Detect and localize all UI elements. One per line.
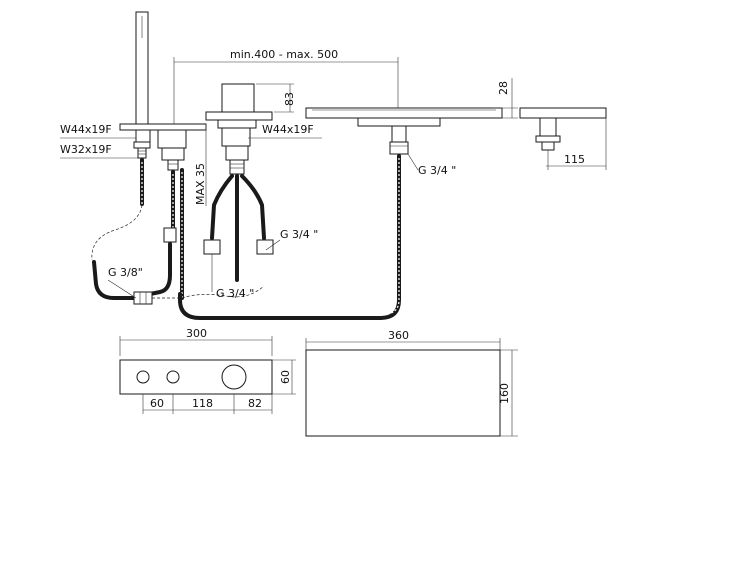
label-nut-c: W32x19F: [60, 143, 112, 156]
plan-spout: 360 160: [305, 329, 518, 437]
label-60: 60: [150, 397, 164, 410]
label-118: 118: [192, 397, 213, 410]
dim-28: 28: [492, 78, 518, 119]
diverter-column: [119, 123, 207, 300]
label-g34-spout: G 3/4 ": [418, 164, 456, 177]
label-360: 360: [388, 329, 409, 342]
shower-hose: G 3/8": [91, 204, 265, 305]
label-max35: MAX 35: [194, 163, 207, 205]
label-28: 28: [497, 81, 510, 95]
spout: [178, 107, 503, 320]
dim-83: 83: [256, 83, 296, 113]
nut-labels: W44x19F W32x19F W44x19F: [60, 123, 322, 159]
hand-shower: [127, 11, 157, 206]
plan-valve-plate: 300 60 118 82 60: [119, 327, 296, 414]
label-115: 115: [564, 153, 585, 166]
side-profile: 115: [519, 107, 607, 170]
span-dimension: min.400 - max. 500: [173, 48, 399, 130]
label-g38: G 3/8": [108, 266, 143, 279]
label-nut-b: W44x19F: [262, 123, 314, 136]
label-g34-bottom: G 3/4 ": [216, 287, 254, 300]
span-label: min.400 - max. 500: [230, 48, 338, 61]
label-82: 82: [248, 397, 262, 410]
label-nut-a: W44x19F: [60, 123, 112, 136]
label-300: 300: [186, 327, 207, 340]
label-83: 83: [283, 92, 296, 106]
dim-max35: MAX 35: [194, 124, 207, 206]
g34-labels: G 3/4 " G 3/4 " G 3/4 ": [211, 153, 456, 300]
label-60-height: 60: [279, 370, 292, 384]
label-g34-right: G 3/4 ": [280, 228, 318, 241]
mixer-valve: [203, 83, 274, 282]
label-160: 160: [498, 383, 511, 404]
